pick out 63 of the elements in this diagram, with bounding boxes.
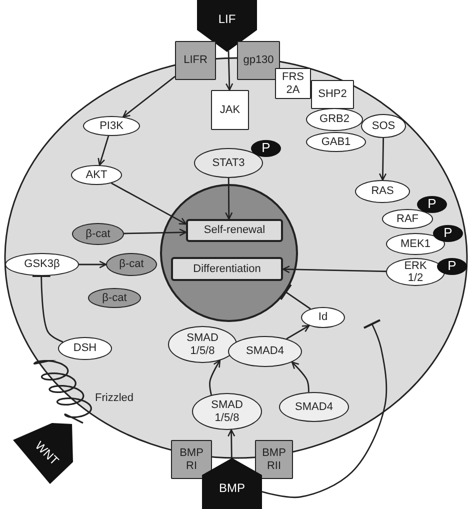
node-label: RAS <box>371 185 394 198</box>
node-label: SMAD 1/5/8 <box>210 399 244 424</box>
node-label: SMAD 1/5/8 <box>186 332 220 357</box>
arrow <box>124 228 187 236</box>
protein-box <box>211 90 249 130</box>
node-label: Id <box>318 311 328 324</box>
arrow <box>111 182 187 225</box>
inhibition-line <box>31 274 64 343</box>
node-label: FRS 2A <box>281 71 305 96</box>
arrow <box>98 136 110 166</box>
node-label: SHP2 <box>318 88 347 101</box>
node-label: SMAD4 <box>295 400 333 414</box>
node-label: AKT <box>86 168 108 182</box>
node-label: β-cat <box>86 228 110 240</box>
inhibition-line <box>280 284 311 310</box>
arrow <box>225 178 233 220</box>
node-label: DSH <box>73 342 97 355</box>
node-label: PI3K <box>100 120 124 132</box>
arrow <box>282 266 386 274</box>
protein-box <box>237 41 280 80</box>
node-label: gp130 <box>243 54 274 67</box>
node-label: β-cat <box>119 258 144 271</box>
node-label: BMP RI <box>178 447 204 472</box>
arrow <box>286 325 310 340</box>
protein-box <box>311 80 354 109</box>
node-label: β-cat <box>102 292 127 304</box>
arrow <box>209 360 221 396</box>
node-label: LIFR <box>184 54 208 67</box>
node-label: MEK1 <box>400 238 430 250</box>
node-label: RAF <box>396 212 418 226</box>
node-label: BMP RII <box>261 447 287 472</box>
protein-box <box>275 68 311 99</box>
node-label: JAK <box>220 104 240 116</box>
node-label: Frizzled <box>95 392 134 404</box>
node-label: P <box>444 226 452 241</box>
node-label: P <box>448 259 456 274</box>
inhibition-line <box>262 319 388 498</box>
ligand-pentagon <box>197 0 257 52</box>
arrow <box>226 50 234 91</box>
node-label: GSK3β <box>24 258 60 271</box>
arrow <box>228 429 236 458</box>
protein-box <box>175 41 216 80</box>
arrow <box>291 361 310 392</box>
node-label: SOS <box>372 120 396 132</box>
protein-box <box>186 219 283 242</box>
node-label: SMAD4 <box>246 345 284 358</box>
node-label: ERK 1/2 <box>403 260 428 284</box>
protein-box <box>255 440 293 479</box>
arrow <box>378 138 387 181</box>
arrow <box>122 76 176 118</box>
node-label: BMP <box>218 482 245 496</box>
node-label: P <box>428 197 436 212</box>
protein-box <box>171 440 212 479</box>
ligand-pentagon <box>13 422 74 485</box>
node-label: GRB2 <box>320 113 350 126</box>
node-label: Self-renewal <box>204 224 266 237</box>
node-label: Differentiation <box>193 262 261 276</box>
node-label: GAB1 <box>321 136 351 148</box>
node-label: LIF <box>218 13 236 26</box>
node-label: STAT3 <box>212 156 245 170</box>
protein-box <box>171 257 283 281</box>
arrow <box>79 260 107 268</box>
node-label: P <box>262 141 270 156</box>
